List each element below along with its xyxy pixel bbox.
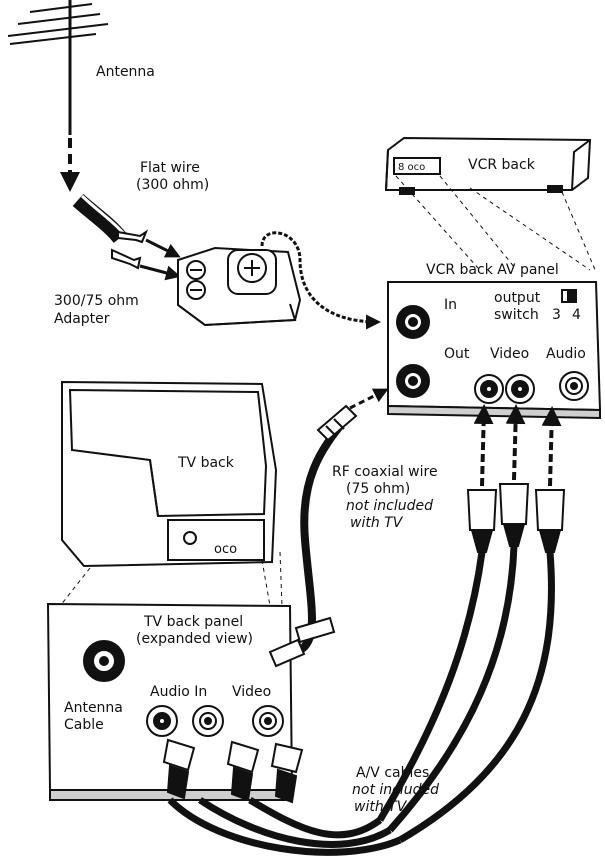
tv-panel-label-1: TV back panel [144,614,244,630]
output-switch-label-1: output [494,290,541,306]
tv-back-chip: oco [214,542,238,557]
vcr-audio-label: Audio [546,346,586,362]
antenna-cable-label-2: Cable [64,717,104,733]
av-cables-label-2: not included [352,782,439,798]
av-cables [167,545,555,856]
rf-coax-label-1: RF coaxial wire [332,464,438,480]
antenna-label: Antenna [96,64,155,80]
tv-audio-in-label: Audio In [150,684,208,700]
av-plugs-vcr [466,483,566,553]
adapter-graphic [177,246,302,327]
vcr-back-label: VCR back [468,157,535,173]
vcr-projection-lines [395,175,597,273]
av-arrows-vcr [473,404,562,487]
channel-3-label: 3 [552,307,561,323]
vcr-out-label: Out [444,346,470,362]
output-switch-label-2: switch [494,307,539,323]
adapter-to-vcr-wire [260,231,381,330]
tv-video-label: Video [232,684,272,700]
vcr-back-graphic [384,136,592,195]
tv-projection-lines [59,551,283,607]
av-cables-label-1: A/V cables [356,765,430,781]
rf-coax-label-2: (75 ohm) [346,481,411,497]
rf-coax-cable [297,417,349,654]
channel-4-label: 4 [572,307,581,323]
adapter-label-2: Adapter [54,311,110,327]
vcr-in-label: In [444,297,458,313]
rf-coax-label-4: with TV [350,515,403,531]
antenna-graphic [7,0,109,135]
vcr-av-panel-label: VCR back AV panel [426,262,559,278]
flat-wire [72,193,127,244]
flat-wire-ohm-label: (300 ohm) [136,177,210,193]
tv-panel-label-2: (expanded view) [136,631,253,647]
flat-wire-label: Flat wire [140,160,200,176]
antenna-cable-label-1: Antenna [64,700,123,716]
spade-lugs [111,229,149,270]
rf-connector-top [316,404,358,442]
tv-back-label: TV back [178,455,234,471]
av-plugs-tv [162,738,304,804]
av-cables-label-3: with TV [354,799,407,815]
tv-back-graphic [61,380,278,568]
rf-connector-bottom [268,616,336,668]
rf-coax-label-3: not included [346,498,433,514]
vcr-video-label: Video [490,346,530,362]
adapter-label-1: 300/75 ohm [54,293,139,309]
vcr-back-chip: 8 oco [398,162,426,173]
